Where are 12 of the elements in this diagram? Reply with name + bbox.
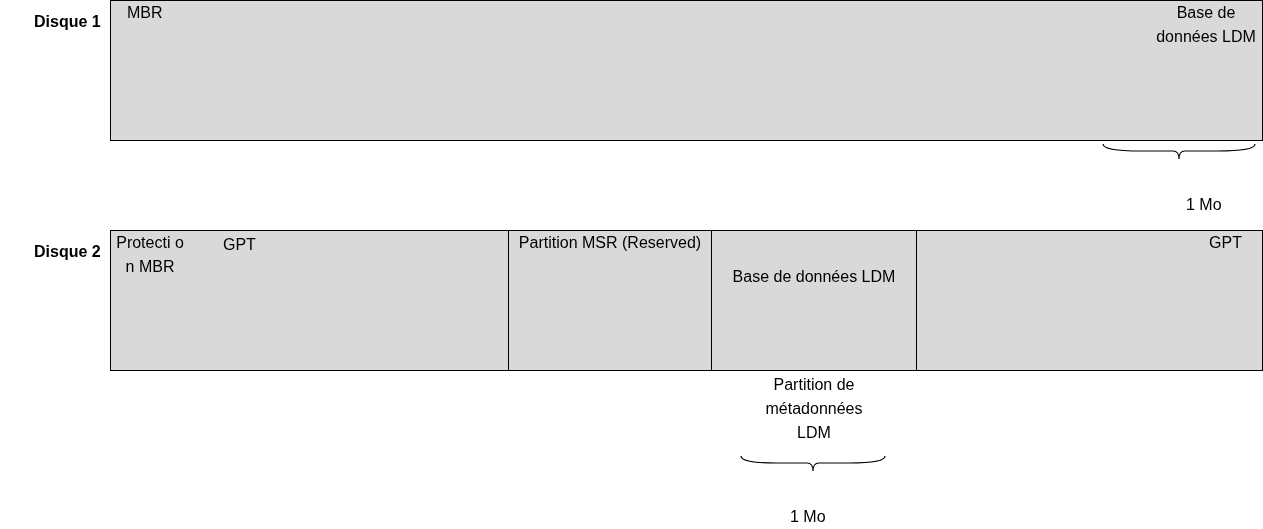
partition-caption: Partition de métadonnées LDM <box>764 375 864 443</box>
partition-label: Base de données LDM <box>1156 3 1256 47</box>
partition-label: GPT <box>223 235 256 255</box>
partition-label: Base de données LDM <box>731 267 897 287</box>
partition-label: MBR <box>127 3 163 23</box>
partition-label: GPT <box>1209 233 1242 253</box>
size-label: 1 Mo <box>1186 195 1222 215</box>
disk-heading: Disque 1 <box>34 12 101 32</box>
partition-label: Partition MSR (Reserved) <box>517 233 703 253</box>
size-label: 1 Mo <box>790 507 826 527</box>
disk-heading: Disque 2 <box>34 242 101 262</box>
partition-label: Protecti on MBR <box>115 233 185 277</box>
